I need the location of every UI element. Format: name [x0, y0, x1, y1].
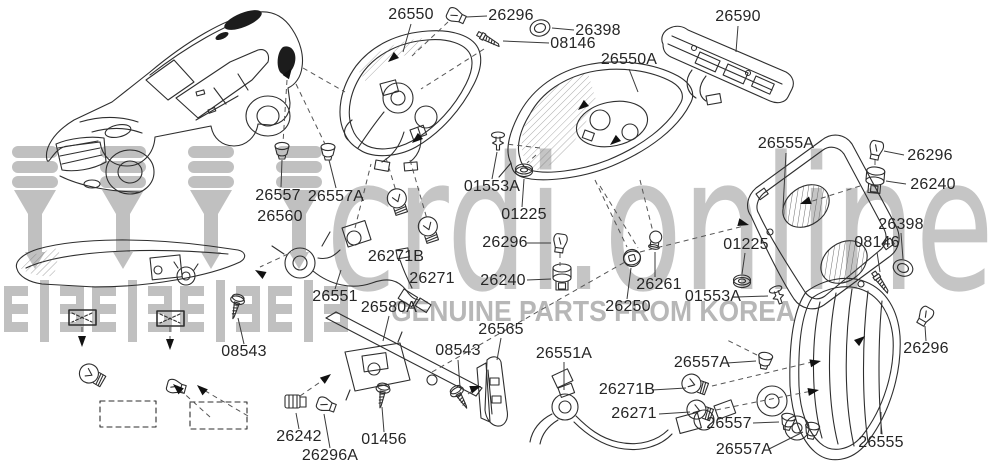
part-label-08543[interactable]: 08543	[435, 342, 481, 359]
harness-26551-drawing	[271, 220, 432, 314]
part-label-08146[interactable]: 08146	[550, 35, 596, 52]
part-label-26271[interactable]: 26271	[409, 270, 455, 287]
label-leader-lines	[237, 15, 927, 450]
bracket-26565-drawing	[476, 356, 508, 427]
bulb-slot-group	[68, 309, 248, 430]
part-label-26580A[interactable]: 26580A	[360, 299, 418, 316]
part-label-26565[interactable]: 26565	[478, 321, 524, 338]
part-label-26555A[interactable]: 26555A	[757, 135, 815, 152]
part-label-26242[interactable]: 26242	[276, 428, 322, 445]
part-label-08146[interactable]: 08146	[854, 234, 900, 251]
part-label-26557[interactable]: 26557	[255, 187, 301, 204]
part-label-26551A[interactable]: 26551A	[535, 345, 593, 362]
part-label-26550A[interactable]: 26550A	[600, 51, 658, 68]
part-label-26557[interactable]: 26557	[706, 415, 752, 432]
part-label-26555[interactable]: 26555	[858, 434, 904, 451]
part-label-26557A[interactable]: 26557A	[715, 441, 773, 458]
part-label-26271B[interactable]: 26271B	[598, 381, 656, 398]
part-label-26557A[interactable]: 26557A	[307, 188, 365, 205]
lamp-26590-drawing	[661, 25, 794, 106]
vehicle-shading	[215, 10, 296, 75]
watermark-tagline-text: GENUINE PARTS FROM KOREA	[391, 296, 795, 328]
part-label-01225[interactable]: 01225	[501, 206, 547, 223]
part-label-26240[interactable]: 26240	[910, 176, 956, 193]
harness-26551A-drawing	[529, 368, 737, 451]
part-label-26550[interactable]: 26550	[388, 6, 434, 23]
part-label-26551[interactable]: 26551	[312, 288, 358, 305]
part-label-01553A[interactable]: 01553A	[684, 288, 742, 305]
part-label-26398[interactable]: 26398	[878, 216, 924, 233]
part-label-26296[interactable]: 26296	[903, 340, 949, 357]
lamp-26555A-drawing	[747, 134, 900, 310]
part-label-26560[interactable]: 26560	[257, 208, 303, 225]
part-label-01225[interactable]: 01225	[723, 236, 769, 253]
part-label-26240[interactable]: 26240	[480, 272, 526, 289]
part-label-26296[interactable]: 26296	[907, 147, 953, 164]
part-label-26250[interactable]: 26250	[605, 298, 651, 315]
part-label-26557A[interactable]: 26557A	[673, 354, 731, 371]
vehicle-sketch	[45, 10, 304, 195]
part-label-26296[interactable]: 26296	[482, 234, 528, 251]
part-label-26398[interactable]: 26398	[575, 22, 621, 39]
part-label-08543[interactable]: 08543	[221, 343, 267, 360]
part-label-01456[interactable]: 01456	[361, 431, 407, 448]
bracket-26580A-drawing	[325, 311, 483, 401]
lamp-26550A-drawing	[498, 61, 694, 181]
part-label-26271B[interactable]: 26271B	[367, 248, 425, 265]
assembly-dashed-lines	[81, 21, 876, 418]
part-label-26271[interactable]: 26271	[611, 405, 657, 422]
part-label-26296A[interactable]: 26296A	[301, 447, 359, 464]
part-label-26261[interactable]: 26261	[636, 276, 682, 293]
part-label-26590[interactable]: 26590	[715, 8, 761, 25]
watermark: crdi.online GENUINE PARTS FROM KOREA	[0, 117, 994, 346]
part-label-01553A[interactable]: 01553A	[463, 178, 521, 195]
lens-strip-drawing	[15, 239, 246, 288]
part-label-26296[interactable]: 26296	[488, 7, 534, 24]
